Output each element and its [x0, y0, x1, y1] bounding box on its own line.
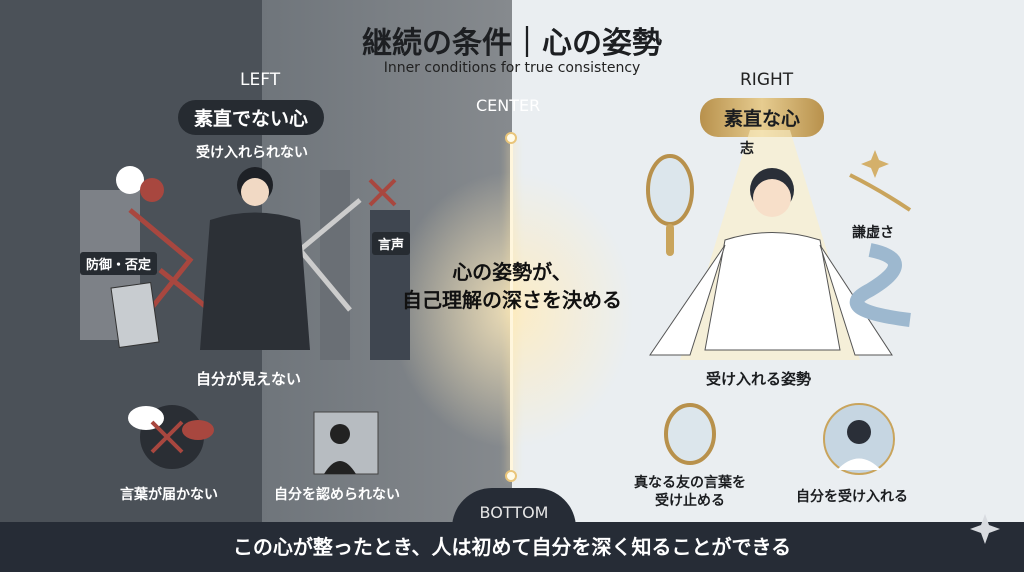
humility-label: 謙虚さ [852, 225, 894, 241]
page-subtitle: Inner conditions for true consistency [383, 60, 641, 76]
blocked-words-icon [128, 405, 214, 469]
mirror-icon [110, 281, 160, 349]
voice-label: 言声 [372, 232, 411, 255]
friend-words-line2: 受け止める [655, 493, 725, 509]
red-arrows-icon [128, 208, 212, 312]
defense-label: 防御・否定 [80, 252, 158, 275]
center-dot-top [505, 132, 517, 144]
hand-mirror-icon [646, 154, 694, 226]
words-not-reach-label: 言葉が届かない [120, 487, 218, 503]
right-badge: 素直な心 [700, 98, 825, 137]
center-message: 心の姿勢が、 自己理解の深さを決める [380, 258, 644, 314]
speech-bubble-icon [140, 178, 164, 202]
right-section-label: RIGHT [740, 70, 794, 90]
center-message-line2: 自己理解の深さを決める [402, 288, 622, 312]
cant-accept-self-label: 自分を認められない [274, 487, 400, 503]
river-icon [849, 243, 911, 327]
friend-words-label: 真なる友の言葉を 受け止める [620, 474, 760, 510]
cant-see-self-label: 自分が見えない [196, 370, 302, 388]
open-person-illustration [646, 130, 912, 360]
x-icon [368, 178, 397, 207]
center-dot-bottom [505, 470, 517, 482]
humility-icon [849, 173, 912, 212]
self-portrait-icon [823, 403, 895, 475]
page-title: 継続の条件｜心の姿勢 [362, 26, 662, 61]
head [753, 179, 791, 217]
left-badge: 素直でない心 [178, 100, 325, 135]
accept-self-label: 自分を受け入れる [796, 489, 908, 505]
receptive-stance-label: 受け入れる姿勢 [706, 370, 812, 388]
friend-words-line1: 真なる友の言葉を [634, 475, 746, 491]
center-line [510, 138, 513, 478]
mirror-icon [664, 403, 716, 465]
bottom-section-label: BOTTOM [452, 488, 576, 528]
sparkle-icon [970, 514, 1000, 544]
sparkle-icon [861, 150, 889, 178]
left-section-label: LEFT [240, 70, 281, 90]
broken-mirror-icon [313, 411, 379, 475]
left-sub: 受け入れられない [196, 145, 308, 161]
bottom-message: この心が整ったとき、人は初めて自分を深く知ることができる [0, 522, 1024, 572]
person-body [200, 212, 310, 350]
person-body [704, 232, 841, 351]
center-section-label: CENTER [476, 96, 541, 115]
aspiration-label: 志 [740, 141, 754, 157]
center-message-line1: 心の姿勢が、 [452, 260, 572, 284]
